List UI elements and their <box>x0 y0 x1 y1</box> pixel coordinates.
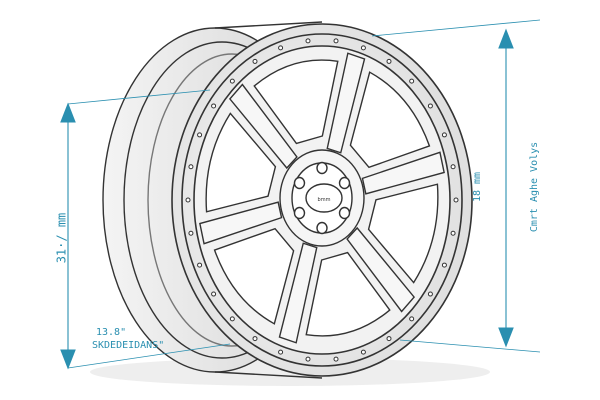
lip-bolt <box>453 197 459 203</box>
lip-bolt <box>188 230 194 236</box>
lip-bolt <box>211 103 217 109</box>
lip-bolt <box>409 78 415 84</box>
bottom-left-value: 13.8" <box>96 327 127 338</box>
lip-bolt <box>278 45 284 51</box>
lug-nut <box>316 221 328 235</box>
lip-bolt <box>386 58 392 64</box>
lip-bolt <box>197 262 203 268</box>
lug-nut <box>338 176 351 190</box>
lip-bolt <box>441 262 447 268</box>
lip-bolt <box>360 349 366 355</box>
lip-bolt <box>333 356 339 362</box>
lip-bolt <box>360 45 366 51</box>
spoke <box>361 151 445 195</box>
dimension-lines <box>60 19 541 370</box>
bottom-left-label: SKDEDEIDANS" <box>92 340 165 351</box>
lug-nut <box>316 161 328 175</box>
lug-nuts <box>293 161 351 235</box>
spokes <box>199 52 445 344</box>
lip-bolt <box>252 58 258 64</box>
lip-bolt <box>450 230 456 236</box>
lip-bolt <box>188 164 194 170</box>
lip-bolt <box>278 349 284 355</box>
hub <box>279 149 365 247</box>
spoke-window <box>349 71 431 169</box>
right-outer-label: Cmrt Aghe Volys <box>529 141 541 233</box>
spoke <box>326 52 366 154</box>
spoke-window <box>305 251 391 337</box>
spoke <box>199 201 283 245</box>
lip-bolt <box>386 336 392 342</box>
spoke-window <box>253 59 339 145</box>
lip-bolt <box>409 316 415 322</box>
spoke-windows <box>205 59 439 337</box>
spoke <box>278 242 318 344</box>
lip-bolt <box>333 38 339 44</box>
lip-bolt <box>185 197 191 203</box>
lip-bolt <box>211 291 217 297</box>
lip-bolt <box>197 132 203 138</box>
lip-bolt <box>305 356 311 362</box>
spoke-window <box>213 227 295 325</box>
center-cap <box>305 183 343 213</box>
lip-bolt <box>450 164 456 170</box>
lug-nut <box>293 206 306 220</box>
spoke-window <box>367 183 439 284</box>
lip-bolt <box>229 316 235 322</box>
right-inner-label: 18 mm <box>472 171 484 203</box>
center-cap-badge: bmm <box>318 197 331 203</box>
spoke <box>228 83 298 170</box>
lip-bolt <box>229 78 235 84</box>
lip-bolts <box>185 38 459 362</box>
lug-nut <box>338 206 351 220</box>
lip-bolt <box>427 291 433 297</box>
lip-bolt <box>427 103 433 109</box>
spoke-window <box>205 112 277 213</box>
spoke <box>346 226 416 313</box>
lip-bolt <box>252 336 258 342</box>
lip-bolt <box>441 132 447 138</box>
lug-nut <box>293 176 306 190</box>
lip-bolt <box>305 38 311 44</box>
left-dimension-label: 31·/ mm <box>54 212 69 264</box>
